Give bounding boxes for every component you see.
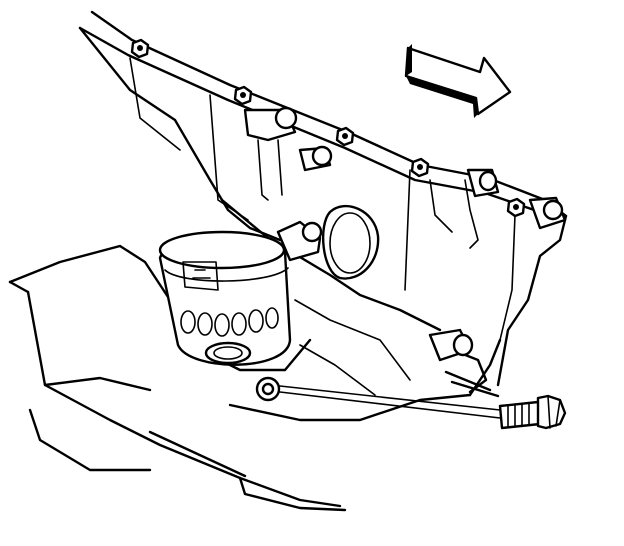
bracket-bosses [243,106,567,362]
direction-arrow [404,44,512,118]
oil-pan-bolts [130,38,526,402]
flange-bolt [255,376,281,402]
flange-bolt [410,157,430,178]
oil-pan [8,244,502,512]
pan-mounting-bolt [279,385,567,430]
flange-bolt [233,85,253,106]
flange-bolt [130,38,150,59]
oil-filter [158,230,292,366]
oil-filter-grips [180,307,279,337]
filter-adapter [276,205,380,280]
flange-bolt [506,197,526,218]
flange-bolt [335,126,355,147]
